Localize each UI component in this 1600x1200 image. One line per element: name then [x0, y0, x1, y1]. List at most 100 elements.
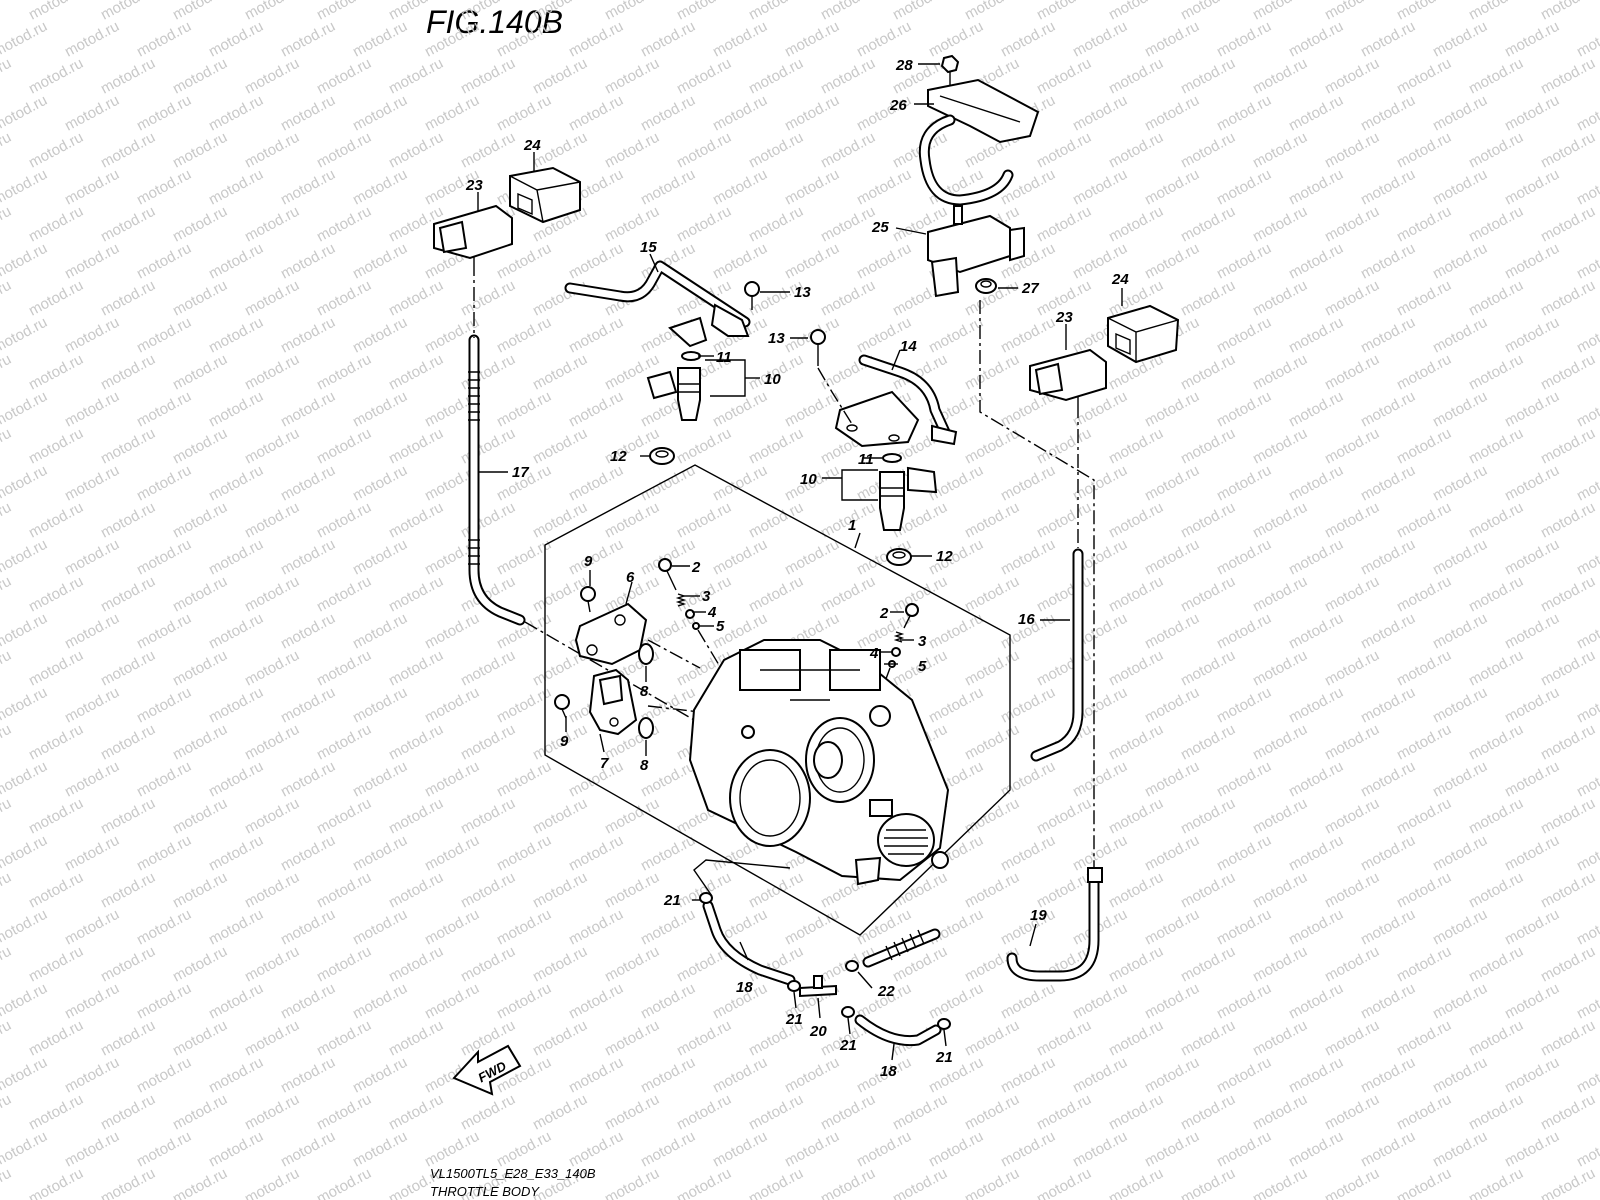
watermark-text: motod.ru: [1178, 721, 1238, 764]
watermark-text: motod.ru: [1178, 1165, 1238, 1200]
watermark-text: motod.ru: [458, 425, 518, 468]
watermark-text: motod.ru: [62, 1128, 122, 1171]
watermark-text: motod.ru: [62, 92, 122, 135]
leader-13-to-14: [817, 367, 853, 425]
watermark-text: motod.ru: [1358, 1128, 1418, 1171]
watermark-text: motod.ru: [350, 1128, 410, 1171]
watermark-text: motod.ru: [0, 980, 50, 1023]
watermark-text: motod.ru: [854, 1128, 914, 1171]
watermark-text: motod.ru: [746, 55, 806, 98]
watermark-text: motod.ru: [134, 610, 194, 653]
watermark-text: motod.ru: [998, 906, 1058, 949]
watermark-text: motod.ru: [278, 388, 338, 431]
watermark-text: motod.ru: [134, 18, 194, 61]
watermark-text: motod.ru: [170, 425, 230, 468]
watermark-text: motod.ru: [242, 869, 302, 912]
watermark-text: motod.ru: [314, 721, 374, 764]
screw-13-lower: [810, 329, 826, 366]
watermark-text: motod.ru: [0, 684, 50, 727]
callout-21-right: 21: [935, 1049, 953, 1066]
watermark-text: motod.ru: [1430, 536, 1490, 579]
watermark-text: motod.ru: [278, 832, 338, 875]
watermark-text: motod.ru: [170, 647, 230, 690]
watermark-text: motod.ru: [1502, 18, 1562, 61]
watermark-text: motod.ru: [962, 0, 1022, 24]
watermark-text: motod.ru: [1070, 980, 1130, 1023]
watermark-text: motod.ru: [674, 0, 734, 24]
watermark-text: motod.ru: [1142, 684, 1202, 727]
callout-23-left: 23: [465, 177, 483, 194]
watermark-text: motod.ru: [494, 314, 554, 357]
watermark-text: motod.ru: [818, 1091, 878, 1134]
callout-5-left: 5: [716, 618, 725, 635]
watermark-text: motod.ru: [962, 573, 1022, 616]
watermark-text: motod.ru: [638, 166, 698, 209]
watermark-text: motod.ru: [1250, 277, 1310, 320]
watermark-text: motod.ru: [98, 425, 158, 468]
watermark-text: motod.ru: [782, 1128, 842, 1171]
watermark-text: motod.ru: [602, 869, 662, 912]
watermark-text: motod.ru: [1430, 166, 1490, 209]
watermark-text: motod.ru: [1394, 499, 1454, 542]
watermark-text: motod.ru: [674, 203, 734, 246]
watermark-text: motod.ru: [1394, 425, 1454, 468]
watermark-text: motod.ru: [0, 55, 14, 98]
watermark-text: motod.ru: [0, 240, 50, 283]
watermark-text: motod.ru: [1394, 1165, 1454, 1200]
watermark-text: motod.ru: [1466, 129, 1526, 172]
watermark-text: motod.ru: [566, 462, 626, 505]
watermark-text: motod.ru: [494, 906, 554, 949]
watermark-text: motod.ru: [1178, 1017, 1238, 1060]
watermark-text: motod.ru: [422, 684, 482, 727]
watermark-text: motod.ru: [1070, 18, 1130, 61]
watermark-text: motod.ru: [782, 18, 842, 61]
watermark-text: motod.ru: [998, 758, 1058, 801]
watermark-text: motod.ru: [206, 18, 266, 61]
watermark-text: motod.ru: [1070, 166, 1130, 209]
watermark-text: motod.ru: [962, 795, 1022, 838]
watermark-text: motod.ru: [1394, 943, 1454, 986]
callout-10-right: 10: [800, 471, 817, 488]
watermark-text: motod.ru: [638, 92, 698, 135]
leader-7-to-body: [647, 705, 701, 713]
watermark-text: motod.ru: [1502, 240, 1562, 283]
watermark-text: motod.ru: [1034, 1017, 1094, 1060]
hose-19: [862, 867, 1103, 982]
watermark-text: motod.ru: [1178, 277, 1238, 320]
watermark-text: motod.ru: [1358, 388, 1418, 431]
watermark-text: motod.ru: [1286, 240, 1346, 283]
watermark-text: motod.ru: [0, 314, 50, 357]
watermark-text: motod.ru: [1358, 240, 1418, 283]
watermark-text: motod.ru: [530, 499, 590, 542]
watermark-text: motod.ru: [1574, 18, 1600, 61]
watermark-text: motod.ru: [1178, 129, 1238, 172]
watermark-text: motod.ru: [1322, 129, 1382, 172]
watermark-text: motod.ru: [1430, 240, 1490, 283]
watermark-text: motod.ru: [458, 943, 518, 986]
watermark-text: motod.ru: [1430, 92, 1490, 135]
screw-9-upper: [580, 586, 596, 613]
bracket-10-right: [841, 469, 878, 501]
watermark-text: motod.ru: [386, 129, 446, 172]
watermark-text: motod.ru: [530, 795, 590, 838]
watermark-text: motod.ru: [854, 166, 914, 209]
watermark-text: motod.ru: [170, 943, 230, 986]
watermark-text: motod.ru: [134, 388, 194, 431]
watermark-text: motod.ru: [494, 18, 554, 61]
watermark-text: motod.ru: [314, 351, 374, 394]
watermark-text: motod.ru: [314, 203, 374, 246]
watermark-text: motod.ru: [0, 1054, 50, 1097]
watermark-text: motod.ru: [926, 684, 986, 727]
watermark-text: motod.ru: [998, 18, 1058, 61]
watermark-text: motod.ru: [926, 1054, 986, 1097]
fuel-injector-10-right: [879, 453, 938, 531]
watermark-text: motod.ru: [998, 536, 1058, 579]
watermark-text: motod.ru: [62, 832, 122, 875]
watermark-text: motod.ru: [98, 351, 158, 394]
mounting-bracket-26: [927, 78, 1040, 144]
watermark-text: motod.ru: [1430, 1128, 1490, 1171]
watermark-text: motod.ru: [242, 499, 302, 542]
watermark-text: motod.ru: [638, 18, 698, 61]
watermark-text: motod.ru: [1286, 536, 1346, 579]
watermark-text: motod.ru: [998, 980, 1058, 1023]
